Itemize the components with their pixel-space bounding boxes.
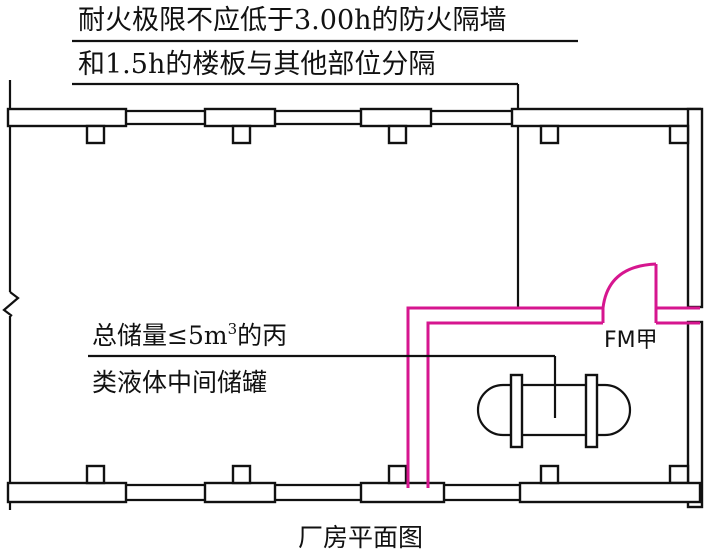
top-wall-segment-4 — [510, 107, 702, 128]
left-boundary — [2, 80, 20, 510]
bottom-column-2 — [231, 464, 252, 485]
top-wall-segment-1 — [6, 107, 128, 128]
bottom-wall-segment-3 — [359, 481, 446, 504]
tank-label-line1-head: 总储量≤5m — [92, 321, 228, 350]
tank-label-superscript: 3 — [228, 320, 238, 338]
fire-wall-label-line1: 耐火极限不应低于3.00h的防火隔墙 — [78, 5, 507, 36]
fire-partition — [406, 262, 700, 488]
tank-annotation: 总储量≤5m3的丙 类液体中间储罐 — [88, 320, 557, 418]
top-wall — [6, 107, 702, 145]
right-top-column — [668, 124, 690, 145]
bottom-wall — [6, 464, 702, 504]
bottom-column-3 — [387, 464, 408, 485]
right-wall-lower — [686, 320, 704, 509]
fire-partition-outer-line — [406, 306, 603, 488]
bottom-wall-segment-4 — [518, 481, 702, 504]
fire-partition-inner-line — [426, 321, 603, 488]
drawing-caption: 厂房平面图 — [298, 523, 423, 552]
tank-label-line1: 总储量≤5m3的丙 — [92, 320, 287, 350]
door-swing-arc — [601, 262, 657, 309]
door-code-label: FM甲 — [604, 328, 658, 353]
fire-partition-right-stub — [656, 306, 700, 325]
fire-wall-annotation: 耐火极限不应低于3.00h的防火隔墙 和1.5h的楼板与其他部位分隔 — [72, 5, 578, 308]
top-column-1 — [85, 124, 106, 145]
top-column-3 — [387, 124, 408, 145]
top-column-2 — [231, 124, 252, 145]
tank-saddle-right — [584, 373, 599, 449]
bottom-wall-segment-2 — [203, 481, 277, 504]
right-bottom-column — [668, 464, 690, 485]
right-wall-upper — [686, 107, 704, 309]
bottom-wall-segment-1 — [6, 481, 128, 504]
top-wall-segment-3 — [359, 107, 433, 128]
break-symbol — [2, 291, 20, 317]
bottom-column-4 — [539, 464, 560, 485]
tank-label-line2: 类液体中间储罐 — [92, 368, 267, 397]
tank-label-line1-tail: 的丙 — [237, 321, 287, 350]
fire-wall-label-line2: 和1.5h的楼板与其他部位分隔 — [78, 49, 435, 80]
bottom-column-1 — [85, 464, 106, 485]
top-wall-segment-2 — [203, 107, 277, 128]
tank-saddle-left — [509, 373, 524, 449]
top-column-4 — [539, 124, 560, 145]
